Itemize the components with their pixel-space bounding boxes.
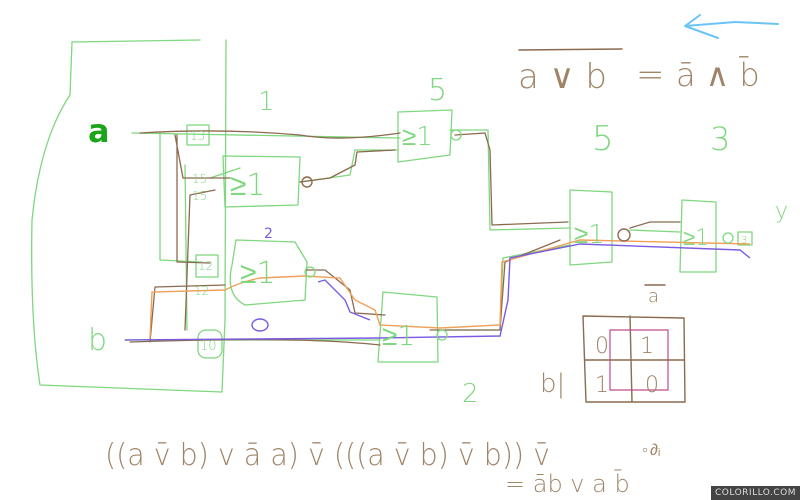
inverter-bubble-2 bbox=[304, 266, 316, 278]
kmap-top-label: a bbox=[648, 286, 659, 307]
pin-box-12 bbox=[195, 254, 219, 278]
kmap-side-label: b| bbox=[540, 369, 565, 399]
inverter-bubble-right bbox=[617, 228, 631, 242]
svg-text:0: 0 bbox=[595, 334, 609, 359]
purple-junction-mark bbox=[251, 318, 269, 332]
wire-a-brown bbox=[129, 130, 681, 346]
pin-box-3 bbox=[737, 231, 753, 246]
gate-right-symbol: ≥1 bbox=[574, 220, 605, 250]
gate-output-symbol: ≥1 bbox=[683, 226, 709, 251]
formula-bottom-line1: ((a v̄ b) v ā a) v̄ (((a v̄ b) v̄ b)) v̄ bbox=[105, 438, 550, 473]
inverter-bubble-bottom bbox=[436, 329, 448, 341]
gate-5 bbox=[397, 109, 453, 163]
gate-number-5b: 5 bbox=[592, 119, 614, 159]
gate-1-symbol: ≥1 bbox=[230, 168, 266, 203]
gate-bottom-symbol: ≥1 bbox=[382, 319, 415, 352]
formula-top-eq: = bbox=[636, 55, 665, 95]
gate-right bbox=[569, 189, 613, 266]
formula-bottom-line2: = āb v a b̄ bbox=[505, 469, 630, 498]
input-enclosure bbox=[31, 39, 227, 393]
arrow-left-icon bbox=[684, 14, 779, 39]
formula-top-rhs: ā ∧ b̄ bbox=[676, 55, 760, 94]
formula-overline bbox=[518, 48, 623, 51]
gate-5-symbol: ≥1 bbox=[402, 122, 433, 152]
gate-number-3: 3 bbox=[710, 120, 730, 158]
pin-label: 10 bbox=[200, 339, 217, 354]
inverter-bubble-output bbox=[722, 232, 734, 244]
inverter-bubble-1 bbox=[301, 176, 313, 188]
gate-number-2-purple: 2 bbox=[264, 226, 273, 242]
pin-label: 3 bbox=[741, 235, 747, 246]
pin-label: 13 bbox=[190, 129, 205, 143]
karnaugh-map: a b| 0 1 1 0 bbox=[540, 284, 686, 403]
gate-1 bbox=[222, 155, 301, 208]
inverter-bubble-5 bbox=[450, 129, 462, 141]
wire-orange bbox=[149, 239, 751, 339]
gate-number-2: 2 bbox=[462, 379, 479, 409]
wire-purple bbox=[124, 243, 751, 341]
pin-label: 15 bbox=[192, 172, 207, 186]
formula-bottom-tail: ∘∂ᵢ bbox=[640, 440, 660, 459]
svg-text:0: 0 bbox=[645, 373, 659, 398]
pin-box-10 bbox=[197, 329, 223, 359]
input-b-label: b bbox=[88, 323, 107, 358]
colorillo-watermark[interactable]: COLORILLO.COM bbox=[711, 486, 800, 500]
gate-number-1: 1 bbox=[258, 87, 275, 117]
pin-label: 12 bbox=[194, 284, 209, 298]
svg-text:1: 1 bbox=[640, 334, 654, 359]
svg-text:1: 1 bbox=[595, 373, 609, 398]
output-y-label: y bbox=[775, 199, 788, 224]
gate-2 bbox=[229, 239, 308, 306]
input-a-label: a bbox=[88, 112, 110, 150]
gate-2-symbol: ≥1 bbox=[240, 256, 276, 291]
gate-number-5: 5 bbox=[428, 73, 447, 108]
pin-label: 15 bbox=[192, 189, 207, 203]
pin-label: 12 bbox=[198, 259, 213, 273]
formula-top-lhs: a ∨ b bbox=[518, 57, 607, 97]
